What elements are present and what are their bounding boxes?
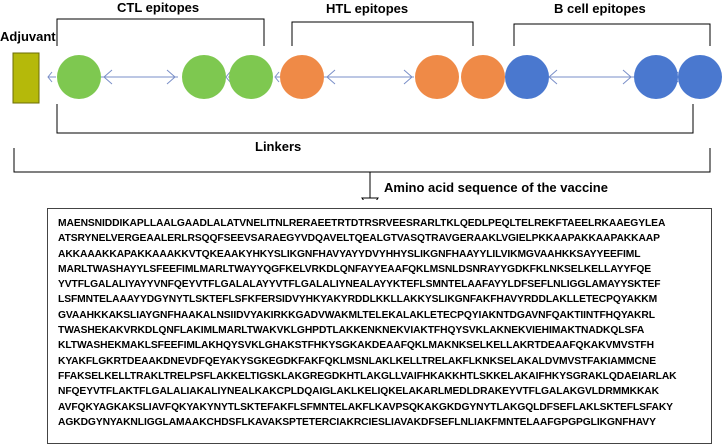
vaccine-construct-diagram: CTL epitopes HTL epitopes B cell epitope… — [0, 0, 722, 200]
sequence-title: Amino acid sequence of the vaccine — [384, 180, 608, 195]
adjuvant-label: Adjuvant — [0, 29, 56, 44]
ctl-epitope — [57, 55, 101, 99]
sequence-arrow-head — [361, 197, 379, 200]
ctl-epitope — [229, 55, 273, 99]
sequence-line: AVFQKYAGKAKSLIAVFQKYAKYNYTLSKTEFAKFLSFMN… — [58, 401, 673, 413]
sequence-line: ATSRYNELVERGEAALERLRSQQFSEEVSARAEGYVDQAV… — [58, 233, 660, 245]
sequence-line: MARLTWASHAYYLSFEEFIMLMARLTWAYYQGFKELVRKD… — [58, 263, 652, 275]
htl-label: HTL epitopes — [326, 1, 408, 16]
linker-icon — [324, 69, 414, 85]
ctl-bracket — [56, 18, 265, 46]
htl-epitope — [280, 55, 324, 99]
sequence-line: AKKAAAKKAPAKKAAAKKVTQKEAAKYHKYSLIKGNFHAV… — [58, 248, 641, 260]
sequence-line: YVTFLGALALIYAYYVNFQEYVTFLGALALAYYVTFLGAL… — [58, 279, 661, 291]
sequence-line: KYAKFLGKRTDEAAKDNEVDFQEYAKYSGKEGDKFAKFQK… — [58, 355, 656, 367]
htl-epitope — [461, 55, 505, 99]
bcell-epitope — [634, 55, 678, 99]
sequence-line: LSFMNTELAAAYYDGYNYTLSKTEFLSFKFERSIDVYHKY… — [58, 294, 658, 306]
ctl-label: CTL epitopes — [117, 0, 199, 15]
linkers-bracket — [56, 104, 694, 134]
linkers-label: Linkers — [255, 139, 301, 154]
linker-icon — [47, 71, 56, 83]
linker-connectors — [47, 69, 680, 85]
bcell-bracket — [513, 23, 711, 46]
linker-icon — [101, 69, 178, 85]
sequence-line: FFAKSELKELLTRAKLTRELPSFLAKKELTIGSKLAKGRE… — [58, 370, 677, 382]
bcell-label: B cell epitopes — [554, 1, 646, 16]
sequence-line: TWASHEKAKVRKDLQNFLAKIMLMARLTWAKVKLGHPDTL… — [58, 325, 645, 337]
linker-icon — [546, 69, 634, 85]
sequence-line: AGKDGYNYAKNLIGGLAMAAKCHDSFLKAVAKSPTETERC… — [58, 416, 656, 428]
htl-epitope — [415, 55, 459, 99]
ctl-epitope — [182, 55, 226, 99]
htl-bracket — [291, 21, 474, 46]
sequence-line: GVAAHKKAKSLIAYGNFHAAKALNSIIDVYAKIRKKGADV… — [58, 309, 655, 321]
sequence-line: KLTWASHEKMAKLSFEEFIMLAKHQYSVKLGHAKSTFHKY… — [58, 340, 654, 352]
sequence-line: MAENSNIDDIKAPLLAALGAADLALATVNELITNLRERAE… — [58, 218, 666, 229]
sequence-line: NFQEYVTFLAKTFLGALALIAKALIYNEALKAKCPLDQAI… — [58, 386, 659, 398]
vaccine-sequence-box: MAENSNIDDIKAPLLAALGAADLALATVNELITNLRERAE… — [47, 208, 712, 444]
bcell-epitope — [678, 55, 722, 99]
adjuvant-box — [12, 52, 40, 104]
construct-bracket — [13, 148, 711, 173]
bcell-epitope — [505, 55, 549, 99]
